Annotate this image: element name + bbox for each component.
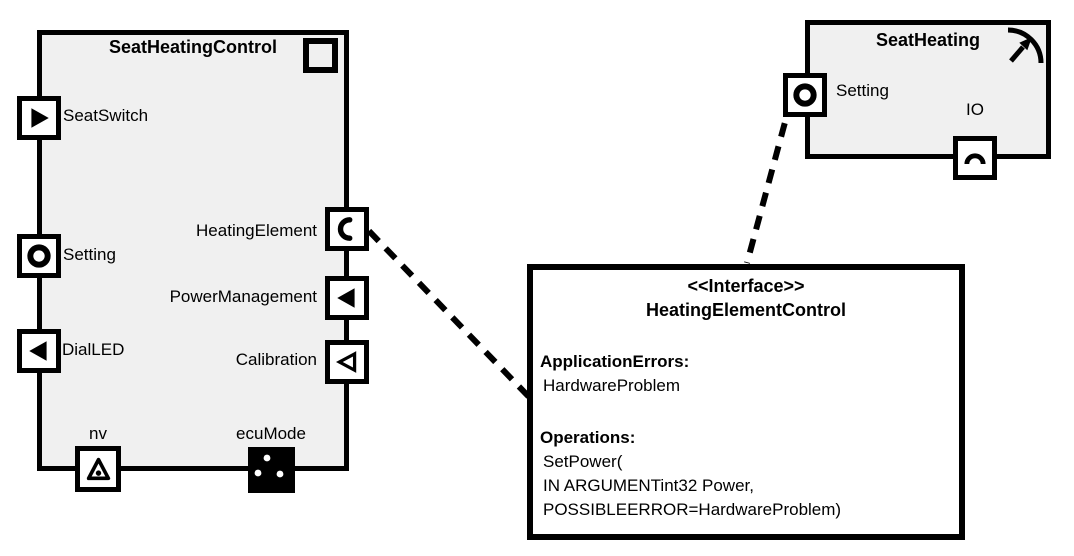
interface-note-box (527, 264, 965, 540)
filled-triangle-left-icon (337, 288, 355, 308)
port-nv (75, 446, 121, 492)
seat-heating-control-title: SeatHeatingControl (108, 37, 277, 57)
port-sh-setting-label: Setting (836, 81, 889, 100)
port-powermanagement (325, 276, 369, 320)
interface-name: HeatingElementControl (645, 300, 846, 320)
port-calibration-label: Calibration (235, 350, 317, 369)
port-dialled (17, 329, 61, 373)
operation-line-argument: IN ARGUMENTint32 Power, (543, 476, 754, 495)
interface-stereotype: <<Interface>> (687, 276, 805, 296)
filled-triangle-left-icon (29, 341, 47, 361)
port-setting (17, 234, 61, 278)
seat-heating-title: SeatHeating (875, 30, 981, 50)
port-setting-label: Setting (63, 245, 116, 264)
filled-triangle-right-icon (31, 108, 49, 128)
port-powermanagement-label: PowerManagement (169, 287, 317, 306)
connector-setting-to-interface (744, 99, 794, 264)
port-ecumode-label: ecuMode (236, 424, 306, 443)
circle-ring-icon (27, 244, 51, 268)
port-heatingelement-label: HeatingElement (196, 221, 317, 240)
operation-line-error: POSSIBLEERROR=HardwareProblem) (543, 500, 842, 519)
atomic-component-icon (303, 38, 338, 73)
port-nv-label: nv (89, 424, 107, 443)
port-dialled-label: DialLED (62, 340, 125, 359)
operations-label: Operations: (540, 428, 636, 447)
open-arc-c-icon (337, 217, 353, 241)
port-seatswitch-label: SeatSwitch (63, 106, 149, 125)
port-seatswitch (17, 96, 61, 140)
application-error-item: HardwareProblem (543, 376, 680, 395)
half-arc-up-icon (964, 153, 986, 165)
operation-line-open: SetPower( (543, 452, 623, 471)
port-sh-setting (783, 73, 827, 117)
port-ecumode (248, 447, 295, 493)
port-calibration (325, 340, 369, 384)
port-io (953, 136, 997, 180)
three-white-dots-icon (254, 454, 284, 478)
port-heatingelement (325, 207, 369, 251)
triangle-with-dot-icon (86, 457, 110, 480)
outline-triangle-left-icon (335, 351, 357, 373)
sensor-actuator-gauge-icon (1007, 27, 1044, 64)
circle-ring-icon (793, 83, 817, 107)
application-errors-label: ApplicationErrors: (540, 352, 690, 371)
port-io-label: IO (966, 100, 984, 119)
connector-heatingelement-to-interface (366, 228, 534, 402)
